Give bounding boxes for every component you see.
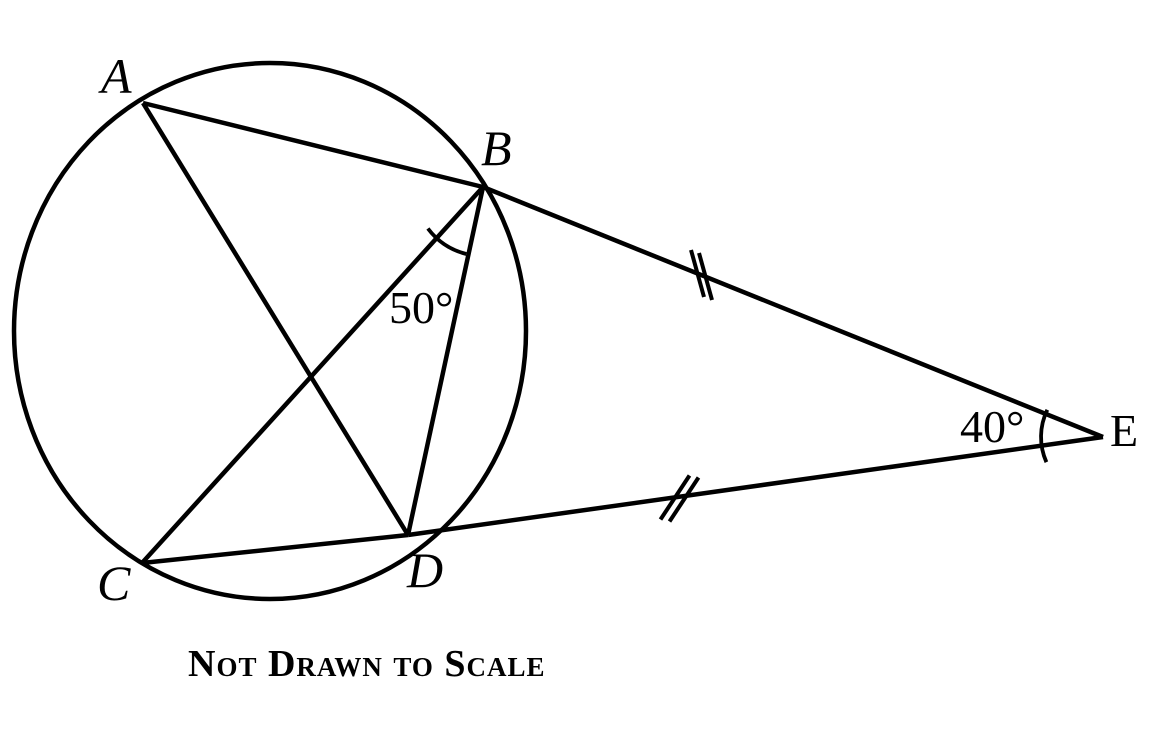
point-label-b: B: [481, 120, 512, 176]
double-tick-be: [689, 249, 714, 301]
secant-de: [407, 434, 1104, 538]
angle-label-e: 40°: [960, 401, 1025, 452]
point-label-a: A: [101, 48, 132, 104]
chord-ad: [141, 101, 410, 537]
angle-arc-b: [426, 227, 467, 256]
scale-note: Not Drawn to Scale: [188, 643, 546, 685]
chord-ab: [142, 100, 484, 190]
chord-bc: [140, 185, 485, 565]
circle-outline: [11, 60, 529, 602]
point-label-d: D: [407, 542, 444, 598]
tick-mark: [697, 252, 714, 301]
tick-mark: [667, 476, 701, 523]
tick-mark: [658, 474, 692, 521]
angle-label-b: 50°: [389, 282, 454, 333]
angle-arc-e: [1039, 408, 1050, 463]
chord-cd: [141, 532, 409, 566]
point-label-e: E: [1110, 405, 1139, 456]
secant-be: [482, 184, 1104, 440]
chord-bd: [405, 186, 486, 536]
double-tick-de: [658, 474, 701, 523]
point-label-c: C: [97, 555, 131, 611]
tick-mark: [689, 249, 706, 298]
